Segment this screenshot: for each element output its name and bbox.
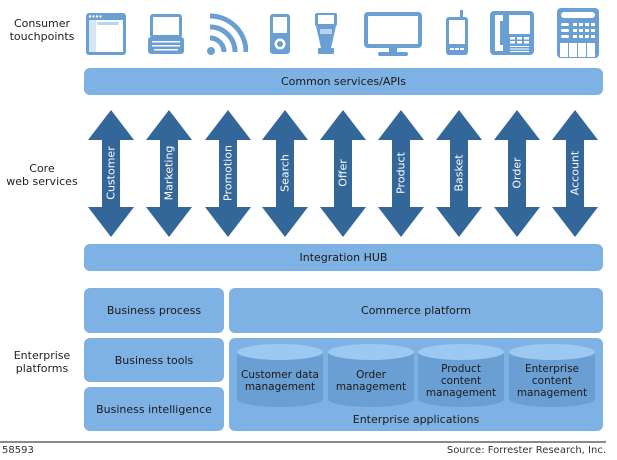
row-label-line: Core (29, 162, 55, 175)
media-player-icon (269, 13, 291, 59)
web-service-arrow-order: Order (494, 110, 540, 237)
wireless-signal-icon (206, 12, 249, 60)
web-service-arrow-promotion: Promotion (205, 110, 251, 237)
mobile-phone-icon (445, 10, 469, 60)
kiosk-icon (313, 12, 339, 60)
row-label-line: Enterprise (13, 349, 71, 362)
double-arrow-icon (494, 110, 540, 237)
integration-hub-bar: Integration HUB (84, 244, 603, 271)
double-arrow-icon (378, 110, 424, 237)
netbook-icon (148, 13, 184, 59)
row-label-line: touchpoints (9, 30, 75, 43)
database-label-line: Enterprise (524, 363, 579, 375)
database-label-line: Order (356, 369, 386, 381)
common-services-bar: Common services/APIs (84, 68, 603, 95)
web-service-arrow-marketing: Marketing (146, 110, 192, 237)
database-label-line: Product (441, 363, 481, 375)
web-service-arrow-product: Product (378, 110, 424, 237)
web-service-label: Basket (452, 154, 466, 192)
business-tools-label: Business tools (114, 353, 194, 367)
web-service-arrow-offer: Offer (320, 110, 366, 237)
enterprise-applications-label: Enterprise applications (352, 413, 480, 426)
desk-phone-icon (489, 10, 535, 60)
row-label-enterprise-platforms: Enterprise platforms (0, 349, 84, 375)
web-service-label: Search (278, 154, 292, 192)
database-icon (418, 344, 504, 407)
database-label-line: content (440, 375, 482, 387)
web-service-arrow-search: Search (262, 110, 308, 237)
web-service-label: Product (394, 152, 408, 194)
business-tools-box: Business tools (84, 338, 224, 382)
database-icon (328, 344, 414, 407)
business-process-box: Business process (84, 288, 224, 333)
figure-id: 58593 (2, 445, 34, 456)
web-service-arrow-customer: Customer (88, 110, 134, 237)
common-services-label: Common services/APIs (280, 75, 406, 88)
double-arrow-icon (320, 110, 366, 237)
pos-terminal-icon (556, 7, 600, 63)
double-arrow-icon (436, 110, 482, 237)
web-service-arrow-account: Account (552, 110, 598, 237)
database-label-line: management (516, 387, 588, 399)
double-arrow-icon (552, 110, 598, 237)
database-label-line: management (244, 381, 316, 393)
web-service-label: Offer (336, 159, 350, 187)
database-label-line: content (531, 375, 573, 387)
web-service-label: Promotion (221, 145, 235, 201)
database-label-line: management (335, 381, 407, 393)
business-intelligence-label: Business intelligence (96, 402, 212, 416)
monitor-icon (363, 11, 423, 61)
double-arrow-icon (88, 110, 134, 237)
commerce-platform-label: Commerce platform (361, 304, 471, 317)
business-process-label: Business process (106, 304, 202, 317)
database-label-line: management (425, 387, 497, 399)
business-intelligence-box: Business intelligence (84, 387, 224, 431)
commerce-platform-box: Commerce platform (229, 288, 603, 333)
database-icon (237, 344, 323, 407)
database-icon (509, 344, 595, 407)
web-service-label: Customer (104, 146, 118, 200)
row-label-line: platforms (15, 362, 69, 375)
web-service-label: Order (510, 157, 524, 189)
row-label-line: web services (6, 175, 78, 188)
double-arrow-icon (262, 110, 308, 237)
footer-divider (0, 441, 606, 443)
web-service-arrow-basket: Basket (436, 110, 482, 237)
row-label-consumer-touchpoints: Consumer touchpoints (0, 17, 84, 43)
double-arrow-icon (205, 110, 251, 237)
source-credit: Source: Forrester Research, Inc. (446, 445, 606, 456)
database-label-line: Customer data (241, 369, 319, 381)
double-arrow-icon (146, 110, 192, 237)
row-label-core-web-services: Core web services (0, 162, 84, 188)
web-service-label: Marketing (162, 145, 176, 201)
browser-window-icon (85, 12, 127, 60)
integration-hub-label: Integration HUB (299, 251, 388, 264)
row-label-line: Consumer (13, 17, 71, 30)
web-service-label: Account (568, 150, 582, 196)
